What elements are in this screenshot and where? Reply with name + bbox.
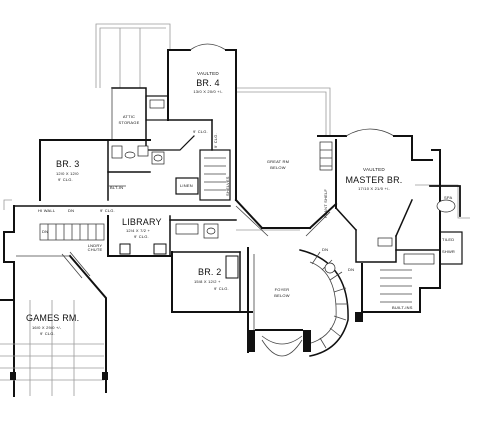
- br4-walls: [167, 43, 237, 201]
- br2-size: 15/8 X 12/2 +: [194, 279, 221, 284]
- master-name: MASTER BR.: [345, 175, 403, 185]
- library-walls: [13, 149, 237, 257]
- foyer-walls: [247, 247, 363, 357]
- shelves-note: SHELVES: [225, 176, 230, 196]
- br4-ceiling-note: 9' CLG.: [193, 129, 208, 134]
- br3-walls: [39, 139, 151, 201]
- built-in-note: BLT-IN: [110, 185, 124, 190]
- foyer-line2: BELOW: [274, 293, 290, 298]
- laundry-chute-note: LNDRY CHUTE: [87, 243, 103, 252]
- attic-label-line1: ATTIC: [122, 114, 136, 119]
- br4-size: 13/0 X 20/0 +/-: [193, 89, 223, 94]
- games-room-size: 16/0 X 29/0 +/-: [32, 325, 62, 330]
- dn-note-upper: DN: [68, 208, 75, 213]
- tiled-note: TILED: [442, 237, 455, 242]
- dn-note-foyer: DN: [322, 247, 329, 252]
- great-room-opening: [234, 198, 338, 237]
- games-room-walls: [0, 205, 108, 397]
- roof-outline: [3, 23, 470, 231]
- br2-name: BR. 2: [198, 267, 222, 277]
- hi-wall-note: HI WALL: [38, 208, 56, 213]
- br3-ceiling: 9' CLG.: [58, 177, 73, 182]
- spa-note: SPA: [444, 195, 453, 200]
- br2-ceiling: 9' CLG.: [214, 286, 229, 291]
- plant-shelf-note: PLANT SHELF: [323, 188, 328, 218]
- attic-label-line2: STORAGE: [118, 120, 140, 125]
- shower-note: SHWR: [442, 249, 456, 254]
- library-name: LIBRARY: [122, 217, 162, 227]
- foyer-line1: FOYER: [274, 287, 290, 292]
- br2-walls: [171, 251, 253, 313]
- linen-note: LINEN: [180, 183, 193, 188]
- library-ceiling: 9' CLG.: [134, 234, 149, 239]
- great-room-line1: GREAT RM: [266, 159, 290, 164]
- stairs: [39, 223, 349, 357]
- games-room-name: GAMES RM.: [26, 313, 80, 323]
- master-vaulted-note: VAULTED: [363, 167, 385, 172]
- attic-walls: [111, 87, 195, 165]
- master-walls: [317, 128, 463, 313]
- br4-name: BR. 4: [196, 78, 220, 88]
- br4-vaulted-note: VAULTED: [197, 71, 219, 76]
- dn-note-master: DN: [348, 267, 355, 272]
- library-size: 12/4 X 7/2 +: [126, 228, 151, 233]
- games-room-ceiling: 9' CLG.: [40, 331, 55, 336]
- br4-closet-note: 9' CLG.: [213, 133, 218, 148]
- great-room-line2: BELOW: [270, 165, 286, 170]
- built-ins-note: BUILT-INS: [392, 305, 413, 310]
- hall-ceiling-note: 9' CLG.: [100, 208, 115, 213]
- dn-note-stair: DN: [42, 229, 49, 234]
- master-size: 17/10 X 21/0 +/-: [358, 186, 390, 191]
- br3-size: 12/0 X 12/0: [56, 171, 79, 176]
- br3-name: BR. 3: [56, 159, 80, 169]
